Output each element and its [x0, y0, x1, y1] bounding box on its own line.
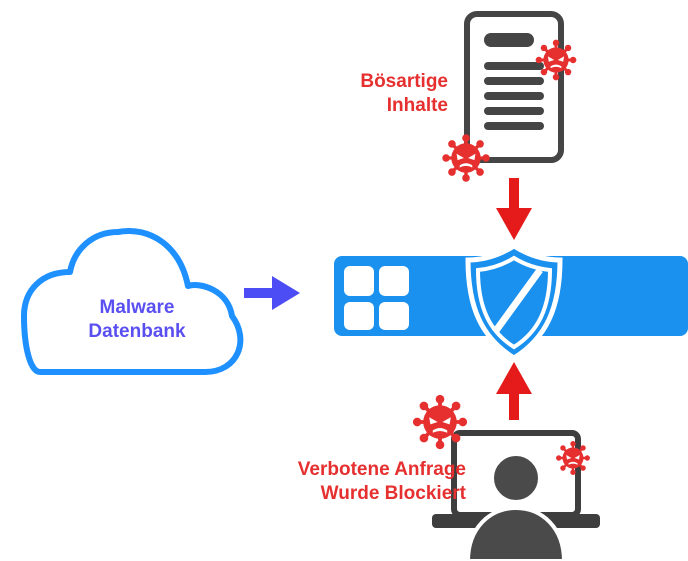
- content-label-line1: Bösartige: [360, 71, 448, 92]
- virus-icon: [410, 392, 470, 452]
- arrow-to-firewall: [244, 276, 300, 310]
- arrow-down-to-firewall: [496, 178, 532, 240]
- malicious-content-label: Bösartige Inhalte: [300, 70, 448, 118]
- blocked-request-label: Verbotene Anfrage Wurde Blockiert: [212, 458, 466, 506]
- virus-icon: [554, 439, 592, 477]
- cloud-icon: [21, 228, 244, 375]
- cloud-label: Malware Datenbank: [42, 296, 232, 344]
- request-label-line1: Verbotene Anfrage: [297, 459, 466, 480]
- shield-icon: [465, 243, 563, 361]
- virus-icon: [440, 132, 492, 184]
- content-label-line2: Inhalte: [386, 95, 448, 116]
- user-laptop-icon: [465, 452, 567, 561]
- cloud-label-line1: Malware: [99, 297, 175, 318]
- virus-icon: [534, 38, 578, 82]
- cloud-label-line2: Datenbank: [88, 321, 186, 342]
- document-icon: [464, 11, 564, 163]
- request-label-line2: Wurde Blockiert: [320, 483, 466, 504]
- arrow-up-to-firewall: [496, 362, 532, 420]
